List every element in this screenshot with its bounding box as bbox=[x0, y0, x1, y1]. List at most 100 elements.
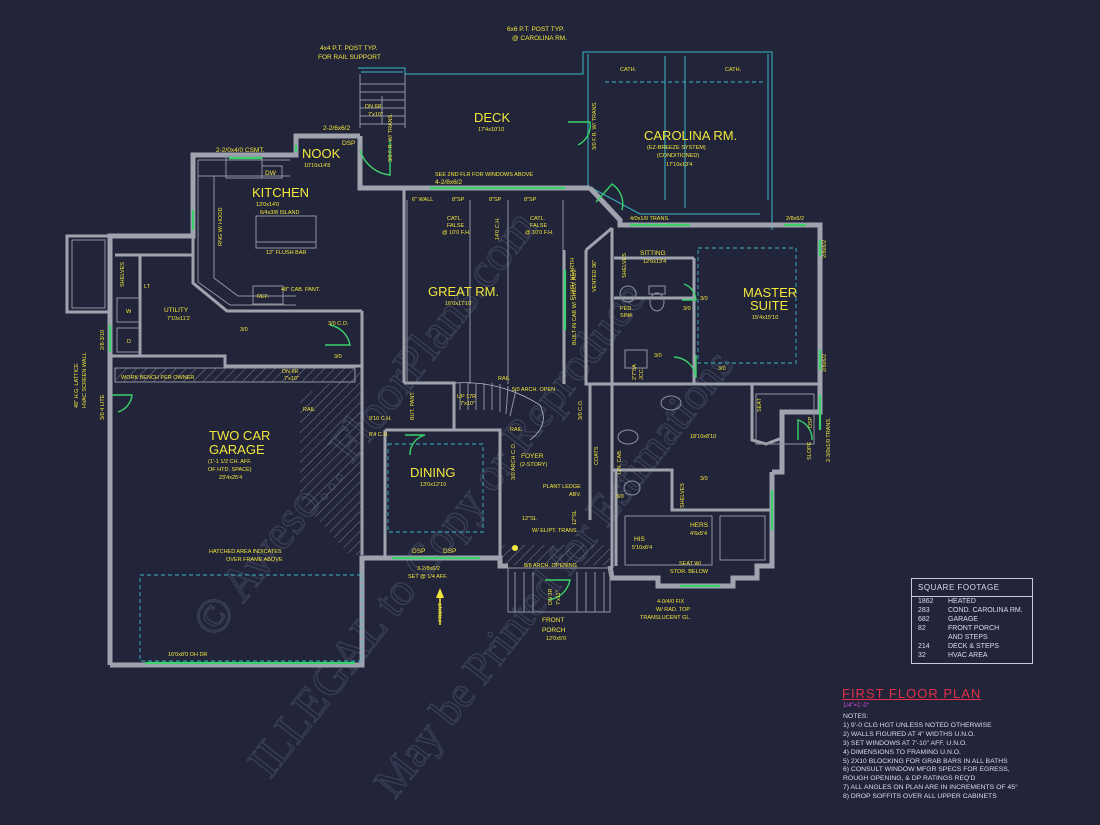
svg-text:CATL.: CATL. bbox=[447, 216, 463, 222]
square-footage-desc: COND. CAROLINA RM. bbox=[948, 607, 1023, 614]
note-item: 2) WALLS FIGURED AT 4" WIDTHS U.N.O. bbox=[843, 730, 976, 738]
svg-text:FALSE: FALSE bbox=[530, 223, 547, 229]
svg-text:@ 10'0 F.H.: @ 10'0 F.H. bbox=[442, 230, 471, 236]
svg-text:6" WALL: 6" WALL bbox=[412, 197, 433, 203]
carolina-room-label: CAROLINA RM. bbox=[644, 128, 737, 143]
svg-text:BUILT-IN CAB W/ SHELV. ABV.: BUILT-IN CAB W/ SHELV. ABV. bbox=[572, 268, 578, 345]
svg-text:6x6 P.T. POST TYP.: 6x6 P.T. POST TYP. bbox=[507, 26, 565, 33]
svg-text:DW: DW bbox=[265, 170, 277, 177]
kitchen-counters bbox=[197, 155, 317, 306]
svg-text:2/8x6/2: 2/8x6/2 bbox=[822, 354, 828, 372]
svg-text:RNG W/ HOOD: RNG W/ HOOD bbox=[218, 207, 224, 246]
svg-text:3/0: 3/0 bbox=[616, 494, 624, 500]
svg-text:RAIL: RAIL bbox=[303, 407, 315, 413]
svg-text:3/0: 3/0 bbox=[718, 366, 726, 372]
svg-text:GARAGE: GARAGE bbox=[209, 442, 265, 457]
svg-text:7'x11": 7'x11" bbox=[556, 590, 562, 605]
square-footage-value: 82 bbox=[918, 625, 926, 632]
svg-text:3/0: 3/0 bbox=[654, 353, 662, 359]
svg-text:14'0 C.H.: 14'0 C.H. bbox=[495, 217, 501, 240]
hatched-area-bench bbox=[115, 368, 355, 382]
svg-text:3-2/8x6/2: 3-2/8x6/2 bbox=[417, 566, 440, 572]
svg-text:16'0x17'10: 16'0x17'10 bbox=[445, 301, 471, 307]
note-item: 7) ALL ANGLES ON PLAN ARE IN INCREMENTS … bbox=[843, 784, 1018, 792]
square-footage-desc: FRONT PORCH bbox=[948, 625, 1000, 632]
note-item: 6) CONSULT WINDOW MFGR SPECS FOR EGRESS, bbox=[843, 766, 1010, 774]
svg-text:7'x10": 7'x10" bbox=[460, 401, 475, 407]
foyer-label: FOYER bbox=[521, 453, 544, 460]
svg-text:6/4x3/8 ISLAND: 6/4x3/8 ISLAND bbox=[260, 210, 299, 216]
svg-text:REF.: REF. bbox=[257, 294, 269, 300]
svg-text:2/8x6/2: 2/8x6/2 bbox=[822, 240, 828, 258]
ceiling-lines bbox=[406, 200, 564, 384]
dining-label: DINING bbox=[410, 465, 456, 480]
svg-text:12"SL: 12"SL bbox=[522, 516, 537, 522]
svg-text:JCC.: JCC. bbox=[639, 367, 645, 380]
svg-text:8"SP: 8"SP bbox=[524, 197, 537, 203]
svg-text:UP 17R: UP 17R bbox=[457, 394, 476, 400]
svg-text:23'4x25'4: 23'4x25'4 bbox=[219, 475, 242, 481]
kitchen-label: KITCHEN bbox=[252, 185, 309, 200]
svg-text:STOR. BELOW: STOR. BELOW bbox=[670, 569, 709, 575]
svg-text:12'6x13'4: 12'6x13'4 bbox=[643, 259, 666, 265]
doors bbox=[112, 121, 813, 601]
svg-text:13'0x14'0: 13'0x14'0 bbox=[256, 202, 279, 208]
svg-text:17'4x10'10: 17'4x10'10 bbox=[478, 127, 504, 133]
svg-text:3/0 C.O.: 3/0 C.O. bbox=[578, 399, 584, 420]
square-footage-value: 214 bbox=[918, 643, 930, 650]
svg-text:2-3/0x1/0 TRANS.: 2-3/0x1/0 TRANS. bbox=[826, 417, 832, 462]
svg-text:48" H.G. LATTICE: 48" H.G. LATTICE bbox=[74, 363, 80, 408]
svg-text:48" CAB. PANT.: 48" CAB. PANT. bbox=[281, 287, 321, 293]
svg-text:(1'-1 1/2 CH. AFF.: (1'-1 1/2 CH. AFF. bbox=[208, 459, 252, 465]
svg-text:ABV.: ABV. bbox=[569, 492, 582, 498]
svg-text:TRANSLUCENT GL.: TRANSLUCENT GL. bbox=[640, 615, 691, 621]
svg-text:W: W bbox=[126, 309, 132, 315]
nook-label: NOOK bbox=[302, 146, 341, 161]
svg-text:DSP: DSP bbox=[412, 548, 425, 555]
square-footage-value: 1862 bbox=[918, 598, 934, 605]
svg-text:3/0: 3/0 bbox=[700, 476, 708, 482]
square-footage-row: AND STEPS bbox=[912, 633, 1032, 642]
square-footage-desc: DECK & STEPS bbox=[948, 643, 999, 650]
svg-text:RAIL: RAIL bbox=[498, 376, 510, 382]
square-footage-value: 283 bbox=[918, 607, 930, 614]
square-footage-row: 1862 HEATED bbox=[912, 597, 1032, 606]
svg-text:5/0 ARCH. OPEN: 5/0 ARCH. OPEN bbox=[512, 387, 555, 393]
square-footage-desc: HEATED bbox=[948, 598, 976, 605]
deck-outline bbox=[358, 51, 773, 230]
svg-text:OVER FRAME ABOVE: OVER FRAME ABOVE bbox=[226, 557, 283, 563]
note-item: 4) DIMENSIONS TO FRAMING U.N.O. bbox=[843, 748, 961, 756]
svg-text:4x4 P.T. POST TYP.: 4x4 P.T. POST TYP. bbox=[320, 45, 378, 52]
svg-text:SHELVES: SHELVES bbox=[622, 253, 628, 278]
svg-text:FALSE: FALSE bbox=[447, 223, 464, 229]
svg-text:3/0: 3/0 bbox=[700, 296, 708, 302]
svg-text:@ 10'0 F.H.: @ 10'0 F.H. bbox=[525, 230, 554, 236]
svg-text:SHELVES: SHELVES bbox=[120, 262, 126, 287]
svg-text:3/0: 3/0 bbox=[240, 327, 248, 333]
note-item: 8) DROP SOFFITS OVER ALL UPPER CABINETS bbox=[843, 793, 997, 801]
svg-text:SLOPE: SLOPE bbox=[807, 441, 813, 460]
svg-text:SET @ 1/4 AFF.: SET @ 1/4 AFF. bbox=[408, 574, 448, 580]
square-footage-value: 682 bbox=[918, 616, 930, 623]
svg-text:DSP: DSP bbox=[808, 416, 814, 428]
svg-text:4-2/8x6/2: 4-2/8x6/2 bbox=[435, 179, 462, 186]
svg-text:17'10x13'4: 17'10x13'4 bbox=[666, 162, 692, 168]
svg-text:3/0: 3/0 bbox=[334, 354, 342, 360]
square-footage-desc: HVAC AREA bbox=[948, 652, 988, 659]
svg-text:4'6x5'4: 4'6x5'4 bbox=[690, 531, 707, 537]
svg-text:COATS: COATS bbox=[594, 446, 600, 465]
svg-text:3/0 F.R. W/ TRANS.: 3/0 F.R. W/ TRANS. bbox=[388, 113, 394, 162]
svg-text:2-2/0x4/0 CSMT.: 2-2/0x4/0 CSMT. bbox=[216, 147, 265, 154]
dining-ceiling bbox=[387, 443, 484, 533]
porch-hatch bbox=[500, 545, 610, 565]
svg-text:7'x10": 7'x10" bbox=[368, 112, 383, 118]
svg-text:CATH.: CATH. bbox=[620, 67, 637, 73]
note-item: 3) SET WINDOWS AT 7'-10" AFF. U.N.O. bbox=[843, 739, 968, 747]
deck-label: DECK bbox=[474, 110, 510, 125]
windows bbox=[108, 145, 822, 588]
